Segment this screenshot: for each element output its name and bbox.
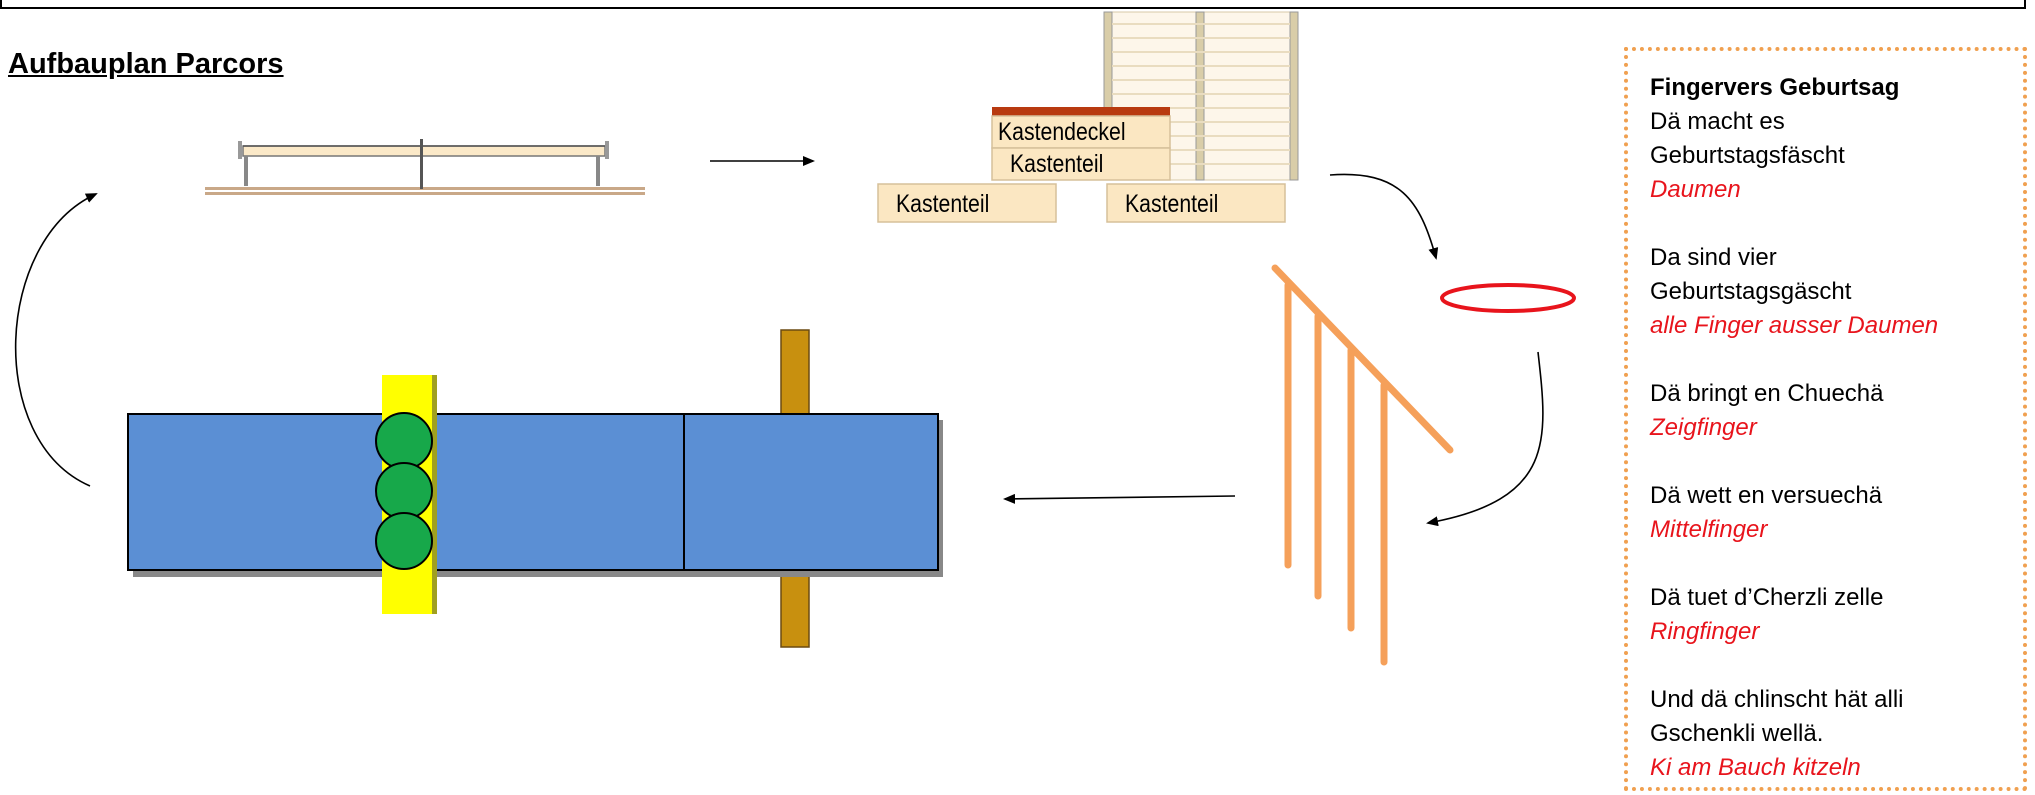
verse-line: Dä macht es bbox=[1650, 108, 1785, 135]
verse-action: Ki am Bauch kitzeln bbox=[1650, 754, 1861, 781]
verse-action: Mittelfinger bbox=[1650, 516, 1768, 543]
box-part-label-top: Kastenteil bbox=[1010, 150, 1104, 178]
inclined-ladder bbox=[1271, 264, 1454, 666]
verse-stanza: Dä wett en versuechä Mittelfinger bbox=[1650, 479, 2023, 547]
vaulting-box-stack bbox=[877, 107, 1286, 223]
top-frame bbox=[0, 0, 2026, 9]
page-title: Aufbauplan Parcors bbox=[8, 48, 284, 80]
verse-action: Ringfinger bbox=[1650, 618, 1760, 645]
verse-line: Da sind vier bbox=[1650, 244, 1777, 271]
verse-line: Dä wett en versuechä bbox=[1650, 482, 1883, 509]
verse-line: Dä bringt en Chuechä bbox=[1650, 380, 1884, 407]
arrow-ladder-to-mats bbox=[1003, 493, 1236, 504]
arrow-hoop-to-ladder bbox=[1426, 351, 1544, 527]
verse-action: Zeigfinger bbox=[1650, 414, 1757, 441]
balance-bench bbox=[205, 139, 645, 195]
blue-mats bbox=[127, 413, 943, 577]
box-part-label-right: Kastenteil bbox=[1125, 190, 1219, 218]
hoop bbox=[1440, 283, 1576, 313]
verse-stanza: Dä macht es Geburtstagsfäscht Daumen bbox=[1650, 105, 2023, 207]
verse-action: Daumen bbox=[1650, 176, 1741, 203]
parcours-drawing bbox=[14, 11, 1576, 666]
verse-action: alle Finger ausser Daumen bbox=[1650, 312, 1939, 339]
verse-line: Geburtstagsgäscht bbox=[1650, 278, 1852, 305]
green-balls bbox=[375, 412, 433, 570]
verse-stanza: Da sind vier Geburtstagsgäscht alle Fing… bbox=[1650, 241, 2023, 343]
verse-title: Fingervers Geburtsag bbox=[1650, 74, 1900, 101]
box-lid-label: Kastendeckel bbox=[998, 118, 1126, 146]
verse-stanza: Dä bringt en Chuechä Zeigfinger bbox=[1650, 377, 2023, 445]
arrow-mats-to-bench bbox=[14, 193, 98, 487]
verse-stanza: Dä tuet d’Cherzli zelle Ringfinger bbox=[1650, 581, 2023, 649]
verse-line: Dä tuet d’Cherzli zelle bbox=[1650, 584, 1884, 611]
box-part-label-left: Kastenteil bbox=[896, 190, 990, 218]
verse-line: Geburtstagsfäscht bbox=[1650, 142, 1845, 169]
finger-verse-box: Fingervers Geburtsag Dä macht es Geburts… bbox=[1624, 47, 2027, 791]
arrow-boxes-to-hoop bbox=[1329, 173, 1439, 260]
verse-line: Und dä chlinscht hät alli bbox=[1650, 686, 1904, 713]
verse-line: Gschenkli wellä. bbox=[1650, 720, 1824, 747]
verse-stanza: Und dä chlinscht hät alli Gschenkli well… bbox=[1650, 683, 2023, 785]
